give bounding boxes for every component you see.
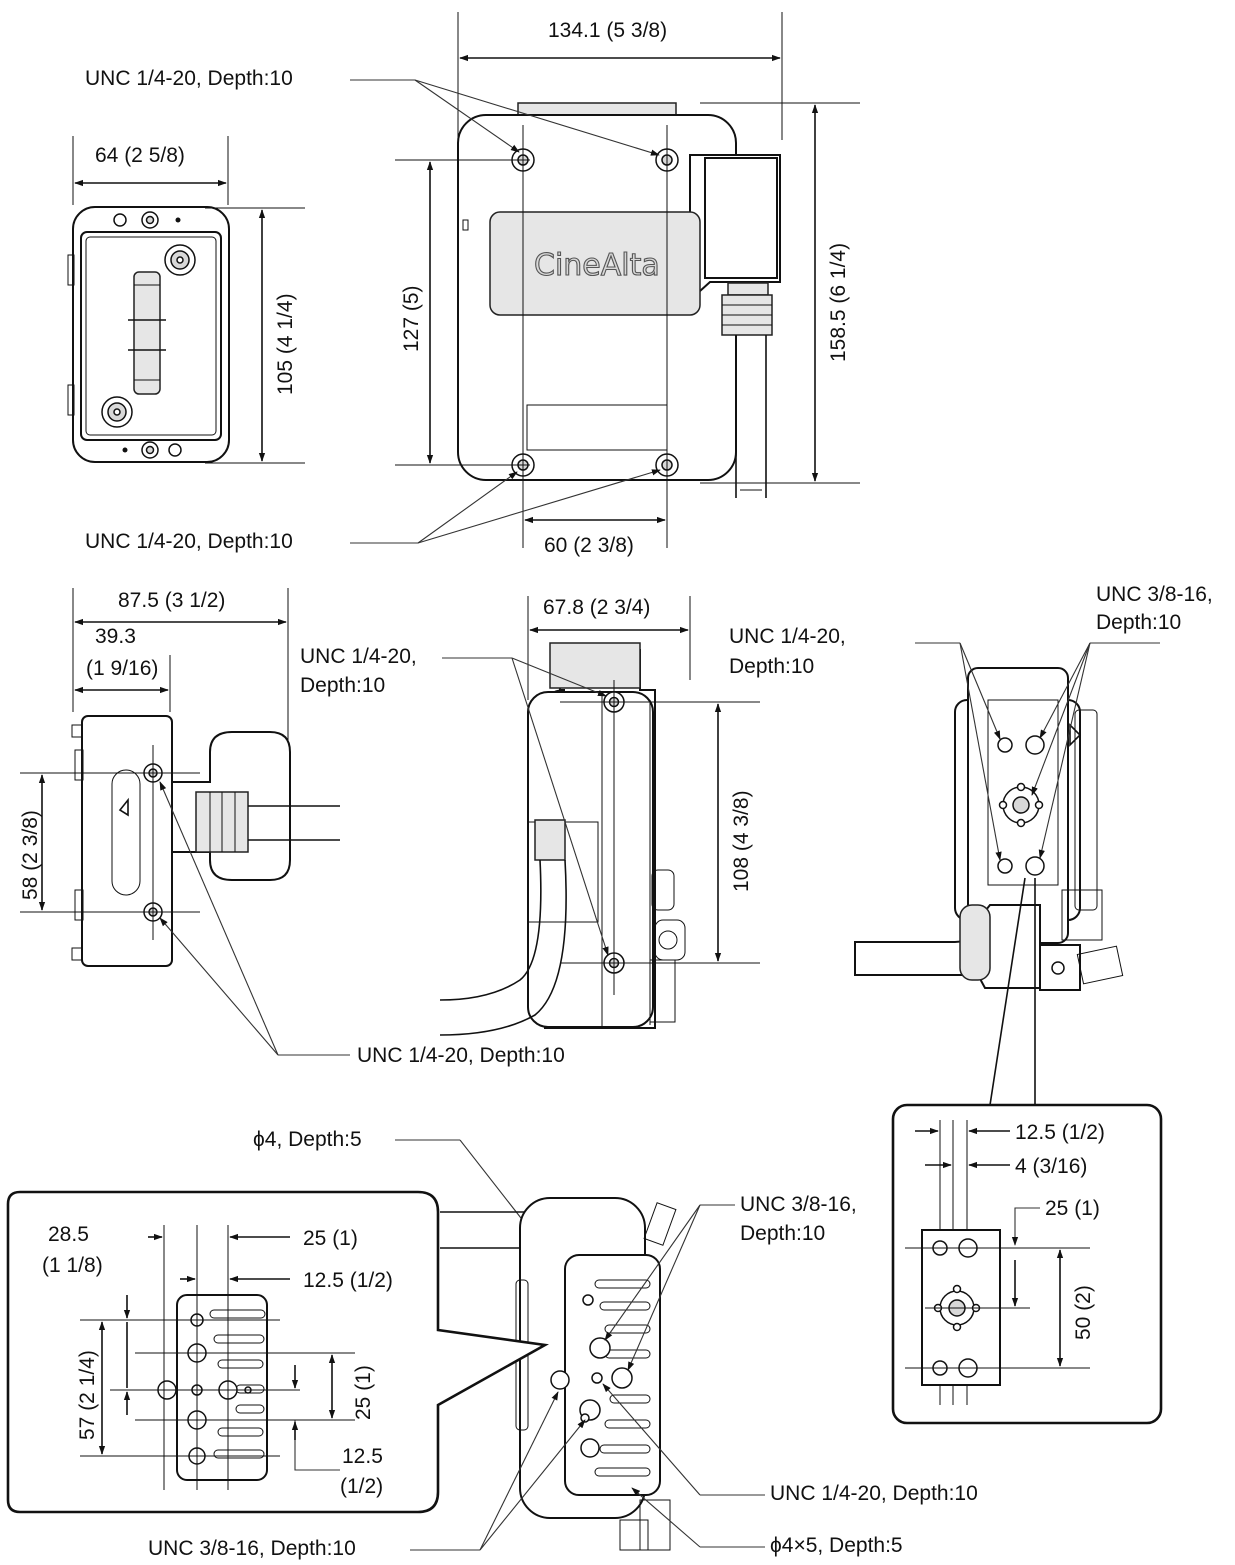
bottom-38-bottom-label: UNC 3/8-16, Depth:10	[148, 1537, 356, 1560]
detail-left-dim-d: 57 (2 1/4)	[76, 1350, 99, 1440]
side-right-holes-label-a: UNC 1/4-20,	[300, 645, 417, 668]
front-hole-pitch-v: 127 (5)	[400, 285, 423, 352]
connector-view: 64 (2 5/8) 105 (4 1/4)	[67, 136, 305, 464]
side-view-right: 67.8 (2 3/4) 108 (4 3/8) UNC 1/4-20, Dep…	[300, 596, 760, 1036]
detail-left-dim-c: 12.5 (1/2)	[303, 1269, 393, 1292]
bottom-14-label: UNC 1/4-20, Depth:10	[770, 1482, 978, 1505]
detail-left-dim-f1: 12.5	[342, 1445, 383, 1468]
rear-14-label-a: UNC 1/4-20,	[729, 625, 846, 648]
detail-left-dim-e: 25 (1)	[352, 1365, 375, 1420]
connector-height-dim: 105 (4 1/4)	[274, 293, 297, 395]
bottom-pin-label: ϕ4, Depth:5	[253, 1128, 362, 1151]
side-right-hole-pitch: 108 (4 3/8)	[730, 790, 753, 892]
detail-panel-right: 12.5 (1/2) 4 (3/16) 25 (1) 50 (2)	[891, 1103, 1163, 1425]
side-left-depth-dim: 87.5 (3 1/2)	[118, 589, 225, 612]
detail-left-dim-f2: (1/2)	[340, 1475, 383, 1498]
front-width-dim: 134.1 (5 3/8)	[548, 19, 667, 42]
detail-panel-left: 28.5 (1 1/8) 25 (1) 12.5 (1/2) 57 (2 1/4…	[6, 1190, 549, 1514]
side-right-depth-dim: 67.8 (2 3/4)	[543, 596, 650, 619]
front-bottom-holes-label: UNC 1/4-20, Depth:10	[85, 530, 293, 553]
connector-width-dim: 64 (2 5/8)	[95, 144, 185, 167]
side-left-hole-pitch: 58 (2 3/8)	[19, 810, 42, 900]
front-hole-pitch-h: 60 (2 3/8)	[544, 534, 634, 557]
detail-left-dim-a1: 28.5	[48, 1223, 89, 1246]
bottom-view: ϕ4, Depth:5 UNC 3/8-16, Depth:10	[148, 1128, 978, 1560]
detail-right-dim-d: 50 (2)	[1072, 1285, 1095, 1340]
detail-right-dim-b: 4 (3/16)	[1015, 1155, 1087, 1178]
bottom-slots	[594, 1279, 651, 1477]
side-right-holes-label-b: Depth:10	[300, 674, 385, 697]
brand-logo: CineAlta	[534, 248, 660, 283]
bottom-pins-label: ϕ4×5, Depth:5	[770, 1534, 903, 1557]
detail-left-dim-b: 25 (1)	[303, 1227, 358, 1250]
side-left-offset-a: 39.3	[95, 625, 136, 648]
rear-38-label-a: UNC 3/8-16,	[1096, 583, 1213, 606]
detail-left-dim-a2: (1 1/8)	[42, 1254, 103, 1277]
detail-right-dim-a: 12.5 (1/2)	[1015, 1121, 1105, 1144]
bottom-38-label-b: Depth:10	[740, 1222, 825, 1245]
bottom-38-label-a: UNC 3/8-16,	[740, 1193, 857, 1216]
side-left-holes-label: UNC 1/4-20, Depth:10	[357, 1044, 565, 1067]
rear-view: UNC 3/8-16, Depth:10 UNC 1/4-20, Depth:1…	[729, 583, 1213, 1106]
rear-38-label-b: Depth:10	[1096, 611, 1181, 634]
front-height-dim: 158.5 (6 1/4)	[827, 243, 850, 362]
rear-14-label-b: Depth:10	[729, 655, 814, 678]
front-top-holes-label: UNC 1/4-20, Depth:10	[85, 67, 293, 90]
side-left-offset-b: (1 9/16)	[86, 657, 158, 680]
front-view: 134.1 (5 3/8) CineAlta 1	[85, 12, 860, 557]
detail-right-dim-c: 25 (1)	[1045, 1197, 1100, 1220]
side-view-left: 87.5 (3 1/2) 39.3 (1 9/16) 58 (2 3/8) UN…	[19, 588, 565, 1067]
